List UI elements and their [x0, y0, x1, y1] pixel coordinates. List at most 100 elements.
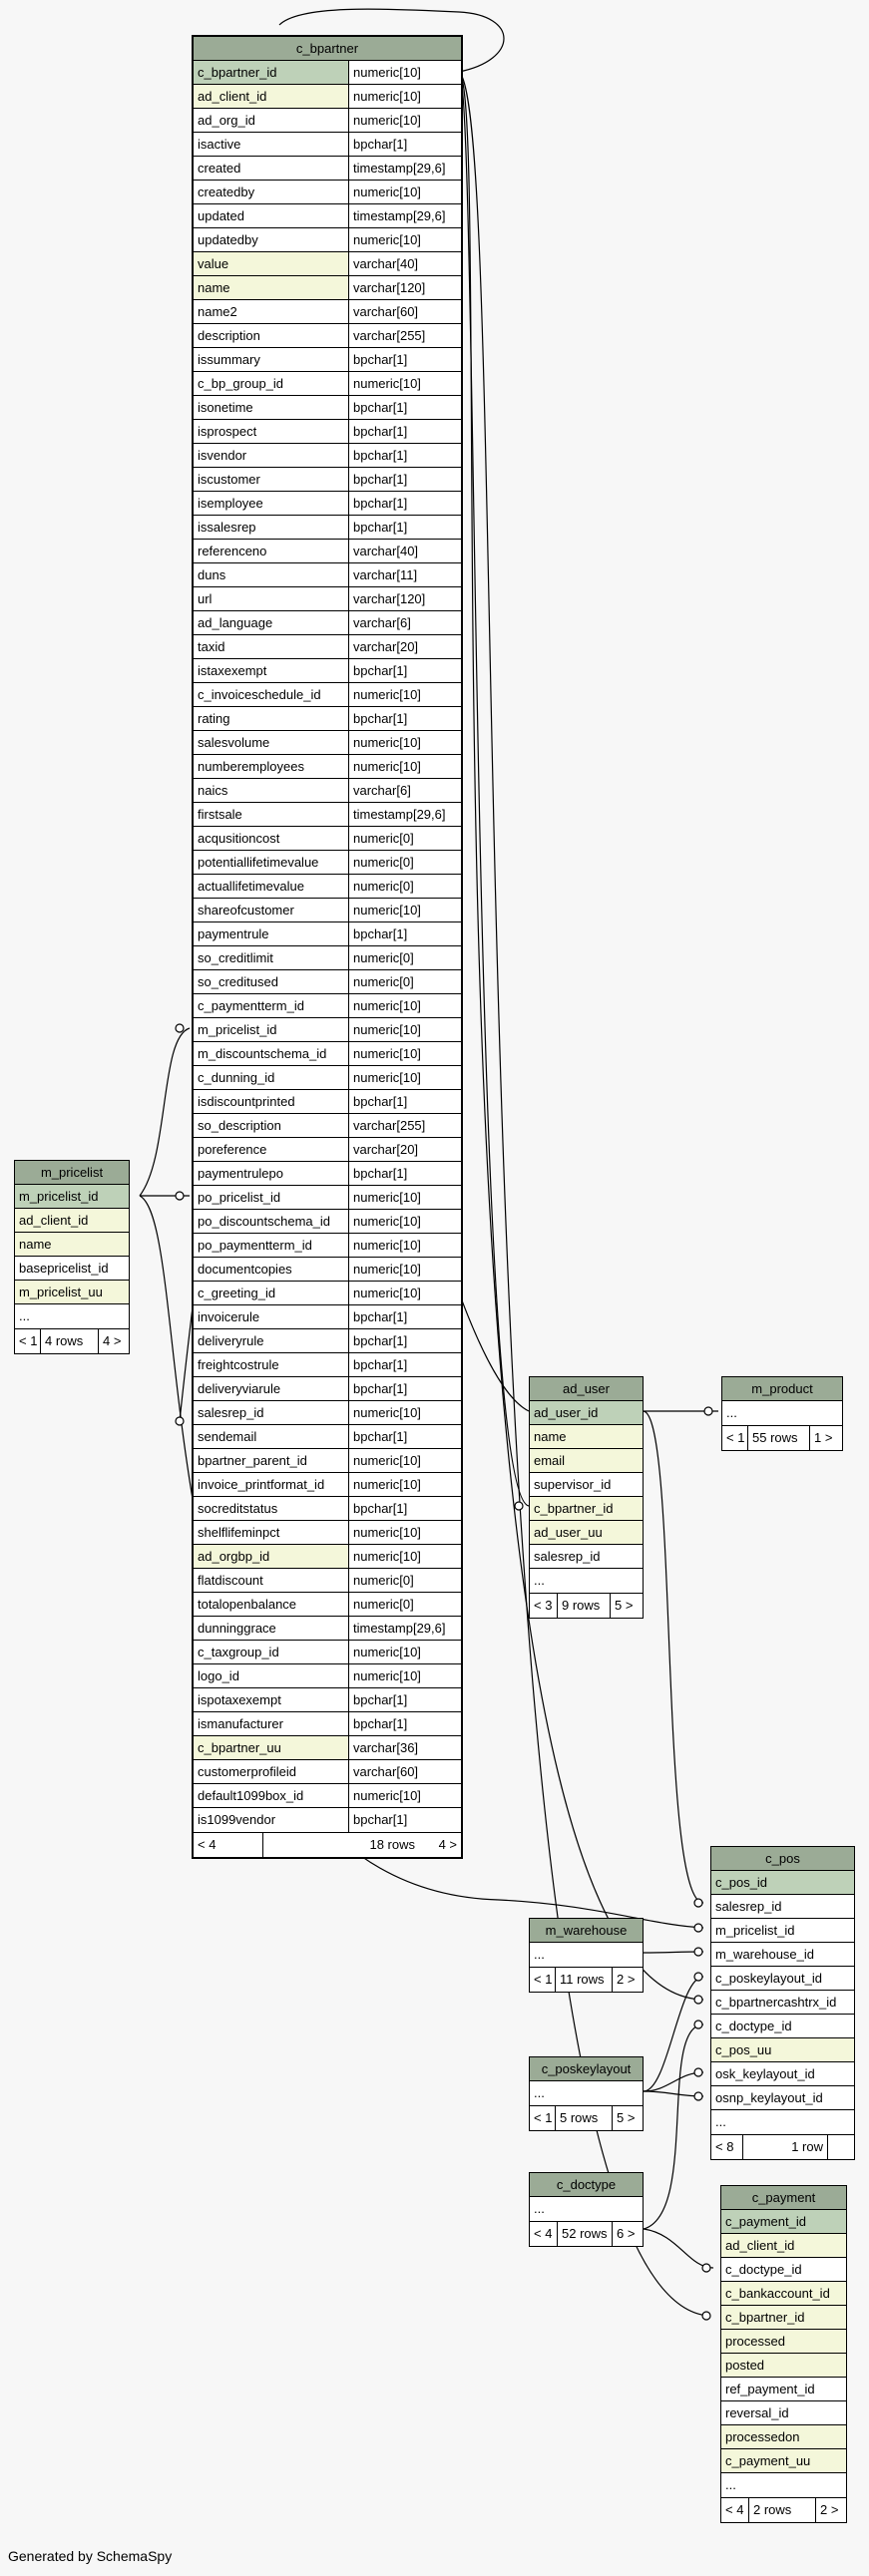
column-row[interactable]: salesrep_id: [711, 1895, 854, 1919]
column-row[interactable]: salesrep_id: [530, 1545, 643, 1569]
column-row[interactable]: supervisor_id: [530, 1473, 643, 1497]
column-row[interactable]: processed: [721, 2330, 846, 2354]
column-row[interactable]: c_doctype_id: [721, 2258, 846, 2282]
column-row[interactable]: basepricelist_id: [15, 1257, 129, 1281]
column-row[interactable]: c_pos_uu: [711, 2038, 854, 2062]
column-row[interactable]: ...: [530, 2081, 643, 2105]
column-row[interactable]: osnp_keylayout_id: [711, 2086, 854, 2110]
children-count[interactable]: 5 >: [615, 1598, 634, 1613]
column-row[interactable]: ref_payment_id: [721, 2378, 846, 2401]
parents-count[interactable]: < 1: [530, 2106, 556, 2130]
parents-count[interactable]: < 4: [721, 2498, 749, 2522]
column-row[interactable]: ...: [721, 2473, 846, 2497]
children-count[interactable]: 2 >: [617, 1972, 636, 1987]
column-row[interactable]: ...: [15, 1304, 129, 1328]
table-c_poskeylayout[interactable]: c_poskeylayout ... < 1 5 rows 5 >: [529, 2056, 644, 2131]
column-row[interactable]: osk_keylayout_id: [711, 2062, 854, 2086]
table-m_product[interactable]: m_product ... < 1 55 rows 1 >: [721, 1376, 843, 1451]
table-c_doctype[interactable]: c_doctype ... < 4 52 rows 6 >: [529, 2172, 644, 2247]
column-row[interactable]: c_bpartner_id: [530, 1497, 643, 1521]
column-row[interactable]: reversal_id: [721, 2401, 846, 2425]
children-count[interactable]: 5 >: [617, 2110, 636, 2125]
column-row[interactable]: m_pricelist_uu: [15, 1281, 129, 1304]
column-row[interactable]: ...: [530, 1943, 643, 1967]
column-row[interactable]: ...: [711, 2110, 854, 2134]
column-row[interactable]: posted: [721, 2354, 846, 2378]
parents-count[interactable]: < 1: [722, 1426, 748, 1450]
children-count[interactable]: 6 >: [617, 2226, 636, 2241]
column-row[interactable]: c_bpartner_id: [721, 2306, 846, 2330]
column-row[interactable]: ...: [530, 1569, 643, 1593]
column-row[interactable]: processedon: [721, 2425, 846, 2449]
parents-count[interactable]: < 4: [530, 2222, 558, 2246]
column-row[interactable]: ...: [530, 2197, 643, 2221]
column-row[interactable]: c_payment_id: [721, 2210, 846, 2234]
parents-count[interactable]: < 4: [194, 1833, 263, 1857]
table-m_warehouse[interactable]: m_warehouse ... < 1 11 rows 2 >: [529, 1918, 644, 1993]
children-count[interactable]: 2 >: [820, 2502, 839, 2517]
column-row[interactable]: ad_user_id: [530, 1401, 643, 1425]
column-row[interactable]: c_bankaccount_id: [721, 2282, 846, 2306]
parents-count[interactable]: < 1: [530, 1968, 556, 1992]
children-count[interactable]: 4 >: [438, 1837, 457, 1852]
column-row[interactable]: email: [530, 1449, 643, 1473]
